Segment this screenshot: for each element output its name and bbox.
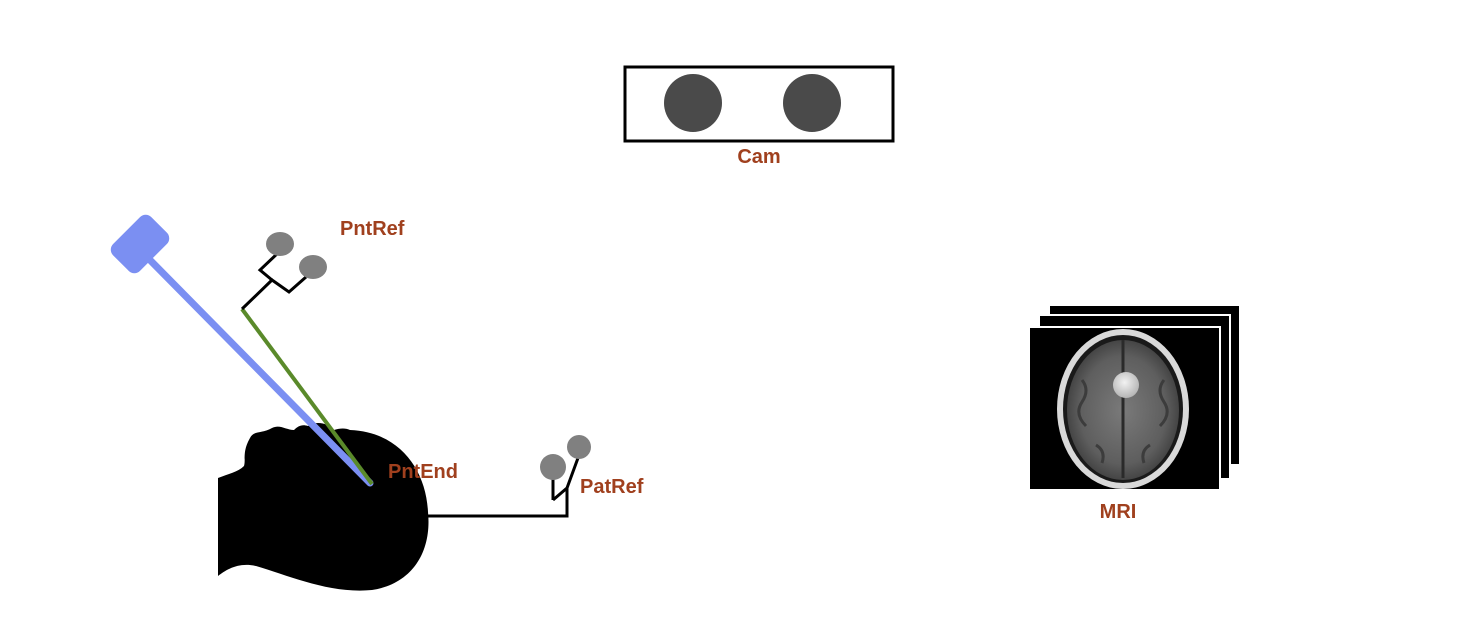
- patref-marker-2: [567, 435, 591, 459]
- pointer-shaft: [144, 254, 374, 487]
- mri-brain-image: [1057, 329, 1189, 489]
- mri-tumor: [1113, 372, 1139, 398]
- camera-lens-right: [783, 74, 841, 132]
- pointer-handle: [110, 214, 170, 274]
- mri-label: MRI: [1100, 501, 1137, 523]
- cam-label: Cam: [737, 146, 780, 168]
- pntref-marker-arm-2: [257, 250, 281, 282]
- pntref-to-pntend-line: [240, 307, 374, 486]
- pntref-label: PntRef: [340, 218, 405, 240]
- camera-lens-left: [664, 74, 722, 132]
- patient-head: [218, 423, 429, 591]
- pntref-marker-2: [299, 255, 327, 279]
- patref-label: PatRef: [580, 476, 644, 498]
- mri-stack: [1028, 304, 1241, 491]
- pntref-marker-arm: [240, 275, 307, 311]
- pntend-label: PntEnd: [388, 461, 458, 483]
- pntref-marker-1: [266, 232, 294, 256]
- patref-marker-1: [540, 454, 566, 480]
- camera: [623, 65, 895, 143]
